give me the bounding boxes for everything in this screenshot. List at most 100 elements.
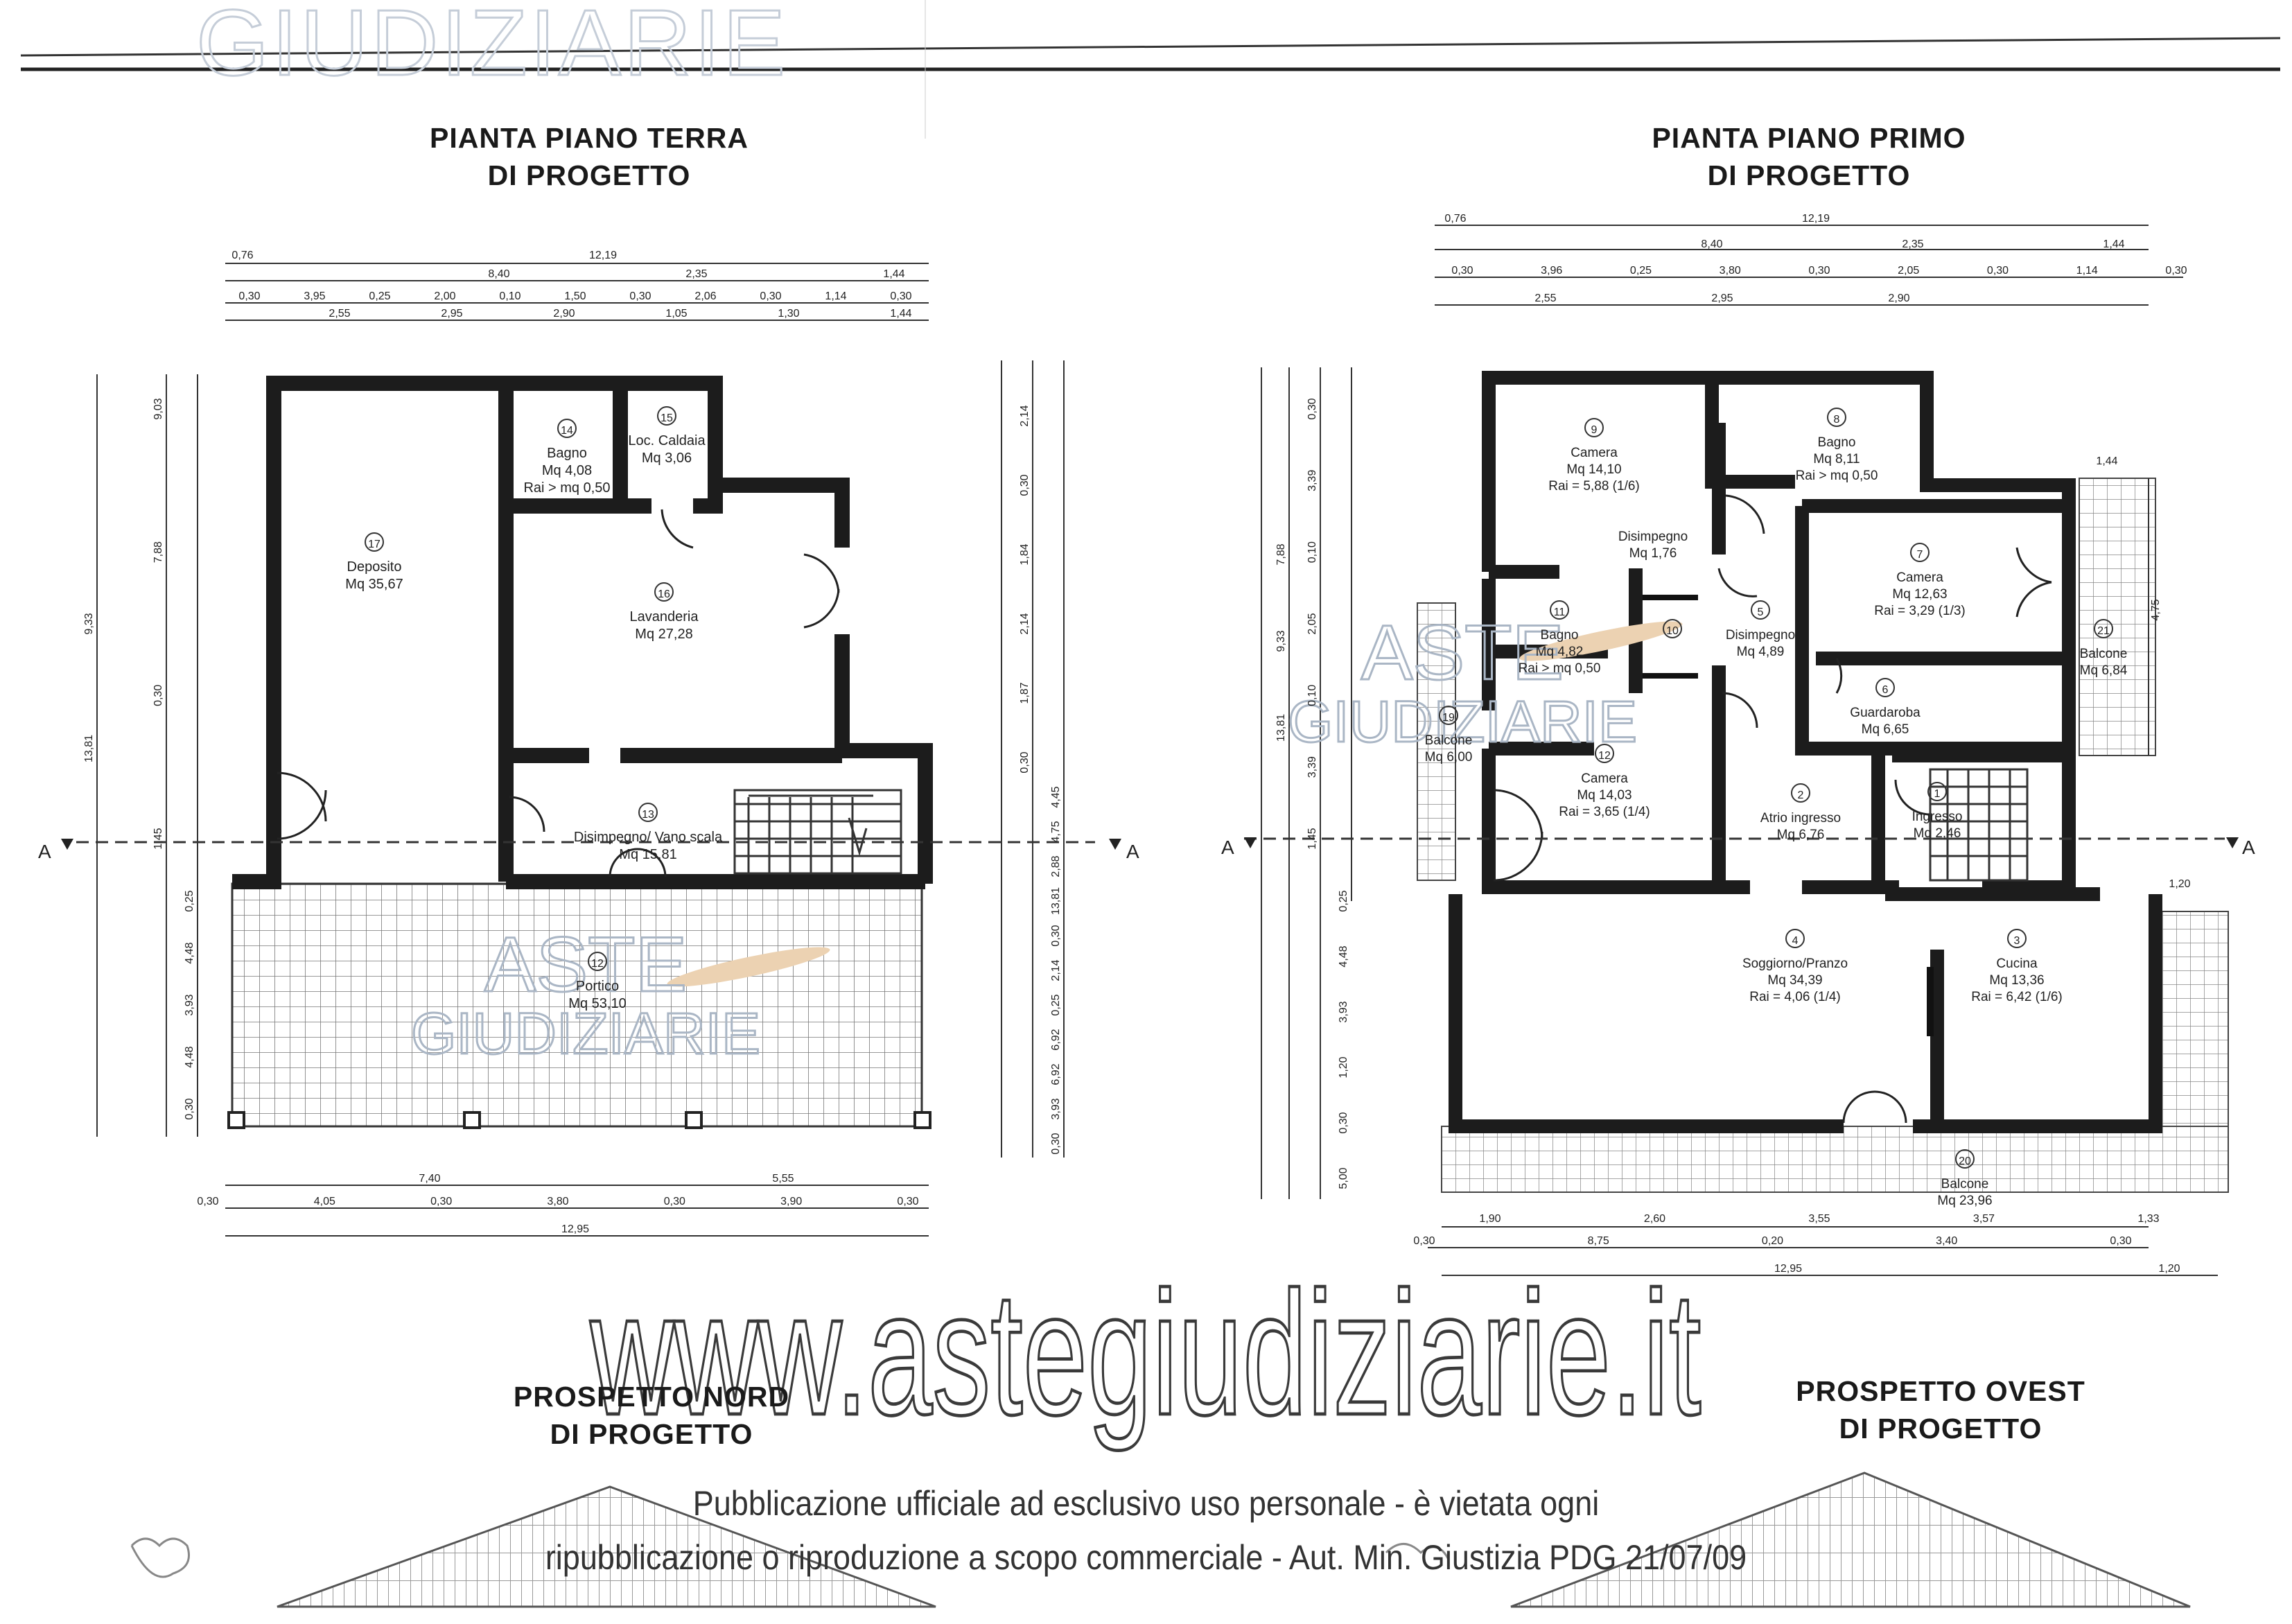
dimension-label: 0,30: [890, 290, 911, 302]
portico-tiles: [231, 882, 923, 1128]
first-section-marker-left: A: [1221, 837, 1234, 858]
ground-walls: [232, 376, 933, 889]
dimension-label: 3,57: [1973, 1213, 1995, 1225]
dimension-label: 1,05: [665, 308, 687, 320]
portico-pillars: [227, 1111, 931, 1129]
room-name: Bagno: [547, 446, 587, 461]
dimension-label: 0,30: [1019, 751, 1031, 773]
room-rai: Rai = 3,29 (1/3): [1874, 604, 1966, 618]
dimension-label: 2,95: [1711, 293, 1733, 304]
room-number: 10: [1666, 625, 1679, 637]
dimension-label: 2,90: [553, 308, 575, 320]
first-door-swings: [1493, 494, 2052, 1124]
title-ground-line2: DI PROGETTO: [487, 159, 691, 191]
dimension-label: 2,05: [1898, 265, 1919, 277]
room-area: Mq 53,10: [568, 996, 626, 1011]
room-number-circle: [1955, 1149, 1975, 1169]
dimension-label: 1,44: [890, 308, 911, 320]
dimension-label: 1,20: [2169, 878, 2190, 890]
room-name: Bagno: [1541, 628, 1579, 643]
dimension-label: 2,60: [1644, 1213, 1665, 1225]
room-number-circle: [2007, 929, 2027, 948]
room-name: Disimpegno: [1726, 628, 1795, 643]
ground-door-swings: [277, 509, 840, 878]
room-number: 21: [2097, 625, 2110, 637]
room-number: 8: [1834, 414, 1840, 426]
dimension-label: 3,80: [547, 1196, 568, 1207]
room-number-circle: [1791, 783, 1810, 803]
room-number: 6: [1882, 684, 1889, 696]
dimension-label: 12,95: [561, 1223, 589, 1235]
room-name: Atrio ingresso: [1760, 811, 1841, 826]
dimension-label: 1,90: [1479, 1213, 1501, 1225]
dimension-label: 7,88: [1275, 543, 1287, 565]
ground-plan-watermark-bottom: GIUDIZIARIE: [411, 1001, 760, 1066]
room-area: Mq 6,84: [2080, 663, 2128, 678]
room-number: 9: [1591, 424, 1598, 436]
dimension-label: 9,33: [1275, 630, 1287, 652]
room-number: 14: [561, 425, 573, 437]
dimension-label: 13,81: [83, 735, 95, 762]
room-number-circle: [1584, 418, 1604, 437]
dimension-label: 0,76: [231, 250, 253, 261]
first-stair: [1929, 768, 2029, 882]
balcony-east-tiles: [2079, 478, 2156, 756]
dimension-label: 0,10: [1306, 541, 1318, 563]
room-area: Mq 4,82: [1536, 645, 1584, 659]
dimension-label: 2,55: [1534, 293, 1556, 304]
dimension-label: 1,45: [1306, 828, 1318, 849]
dimension-label: 0,10: [499, 290, 520, 302]
first-section-arrow-left: [1244, 837, 1257, 848]
dimension-label: 6,92: [1050, 1029, 1062, 1050]
dimension-label: 0,30: [1808, 265, 1830, 277]
dimension-label: 4,45: [1050, 786, 1062, 807]
room-number: 19: [1442, 712, 1455, 724]
dimension-label: 3,95: [304, 290, 325, 302]
room-rai: Rai > mq 0,50: [523, 480, 610, 496]
watermark-orange-marks: [667, 621, 1683, 987]
dimension-label: 3,93: [1338, 1001, 1349, 1022]
dimension-label: 1,20: [1338, 1056, 1349, 1078]
site-url-watermark: www.astegiudiziarie.it: [590, 1255, 1701, 1451]
dimension-label: 0,30: [1987, 265, 2009, 277]
dimension-label: 2,14: [1050, 959, 1062, 981]
dimension-label: 1,45: [152, 828, 164, 849]
title-ground-floor: PIANTA PIANO TERRA DI PROGETTO: [388, 119, 790, 194]
dimension-label: 4,75: [2150, 599, 2162, 620]
dimension-label: 2,05: [1306, 613, 1318, 634]
dimension-label: 4,48: [184, 1046, 195, 1067]
first-floor-plan: A A: [1221, 371, 2255, 1193]
room-area: Mq 4,08: [542, 463, 592, 478]
dimension-label: 0,25: [369, 290, 390, 302]
first-section-arrow-right: [2226, 837, 2239, 848]
dimension-label: 1,84: [1019, 543, 1031, 565]
dimension-label: 0,30: [1050, 925, 1062, 946]
dimension-label: 2,35: [685, 268, 707, 280]
room-name: Camera: [1571, 446, 1618, 460]
room-area: Mq 34,39: [1767, 973, 1822, 988]
dimension-label: 3,40: [1936, 1235, 1957, 1247]
room-name: Camera: [1896, 570, 1943, 585]
room-name: Disimpegno/ Vano scala: [574, 830, 723, 845]
room-number-circle: [1663, 619, 1682, 638]
dimension-label: 0,30: [2110, 1235, 2131, 1247]
first-plan-watermark-top: ASTE: [1361, 609, 1564, 696]
room-area: Mq 14,03: [1577, 788, 1631, 803]
dimension-label: 5,55: [772, 1173, 794, 1185]
dimension-label: 8,40: [488, 268, 509, 280]
dimension-label: 0,30: [664, 1196, 685, 1207]
room-number-circle: [1785, 929, 1805, 948]
